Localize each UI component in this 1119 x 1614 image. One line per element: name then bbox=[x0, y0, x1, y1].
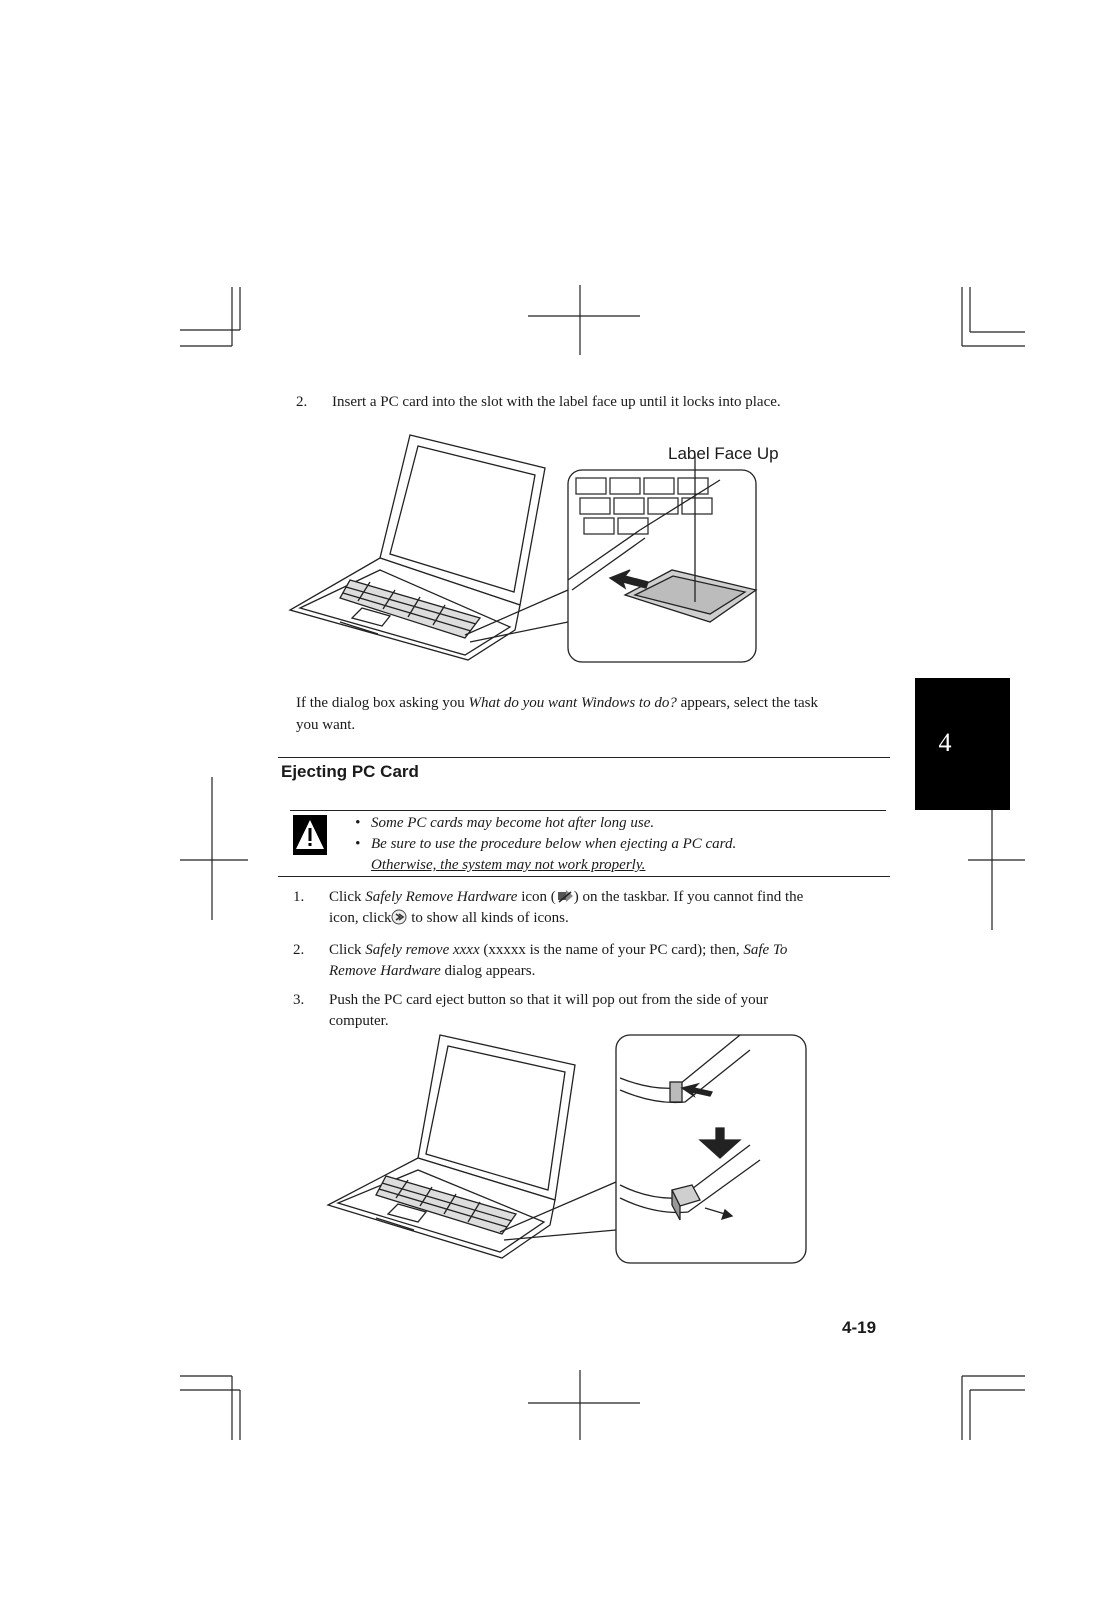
caution-bottom-rule bbox=[278, 876, 890, 877]
section-title: Ejecting PC Card bbox=[281, 762, 419, 781]
step-text: icon, click bbox=[329, 910, 392, 926]
step-text: (xxxxx is the name of your PC card); the… bbox=[479, 942, 744, 958]
figure-insert-pc-card bbox=[288, 434, 758, 663]
chapter-number: 4 bbox=[938, 728, 952, 757]
step-number: 2. bbox=[293, 942, 305, 958]
caution-list: •Some PC cards may become hot after long… bbox=[355, 813, 875, 876]
step-italic: Safely Remove Hardware bbox=[365, 889, 518, 905]
dialog-note-post: appears, select the task bbox=[676, 695, 819, 711]
eject-step-3: 3. Push the PC card eject button so that… bbox=[293, 990, 893, 1034]
caution-top-rule bbox=[290, 810, 886, 811]
safely-remove-hardware-icon bbox=[557, 890, 573, 903]
eject-step-2: 2. Click Safely remove xxxx (xxxxx is th… bbox=[293, 940, 893, 984]
step-italic: Remove Hardware bbox=[329, 963, 441, 979]
caution-item: •Some PC cards may become hot after long… bbox=[355, 815, 655, 831]
step-text: Insert a PC card into the slot with the … bbox=[332, 394, 781, 410]
step-text: to show all kinds of icons. bbox=[407, 910, 569, 926]
chapter-tab: 4 bbox=[915, 678, 1010, 810]
page-number: 4-19 bbox=[842, 1318, 877, 1337]
dialog-note-line2: you want. bbox=[296, 717, 356, 733]
figure-eject-pc-card bbox=[326, 1034, 807, 1264]
warning-triangle-icon bbox=[293, 815, 327, 855]
step-number: 1. bbox=[293, 889, 305, 905]
step-number: 3. bbox=[293, 992, 305, 1008]
show-hidden-icons-icon bbox=[391, 909, 407, 925]
eject-step-1: 1. Click Safely Remove Hardware icon ( ) … bbox=[293, 887, 893, 931]
step-text: computer. bbox=[329, 1013, 389, 1029]
caution-item: Otherwise, the system may not work prope… bbox=[371, 857, 646, 873]
dialog-note-pre: If the dialog box asking you bbox=[296, 695, 469, 711]
step-text: icon ( bbox=[517, 889, 556, 905]
caution-item: •Be sure to use the procedure below when… bbox=[355, 836, 737, 852]
step-italic: Safe To bbox=[743, 942, 788, 958]
section-rule bbox=[278, 757, 890, 758]
step-text: ) on the taskbar. If you cannot find the bbox=[573, 889, 804, 905]
step-italic: Safely remove xxxx bbox=[365, 942, 480, 958]
step-number: 2. bbox=[296, 394, 308, 410]
step-text: dialog appears. bbox=[440, 963, 536, 979]
step-text: Push the PC card eject button so that it… bbox=[329, 992, 769, 1008]
dialog-note-italic: What do you want Windows to do? bbox=[468, 695, 677, 711]
step-text: Click bbox=[329, 889, 366, 905]
dialog-note: If the dialog box asking you What do you… bbox=[296, 692, 896, 736]
step-text: Click bbox=[329, 942, 366, 958]
